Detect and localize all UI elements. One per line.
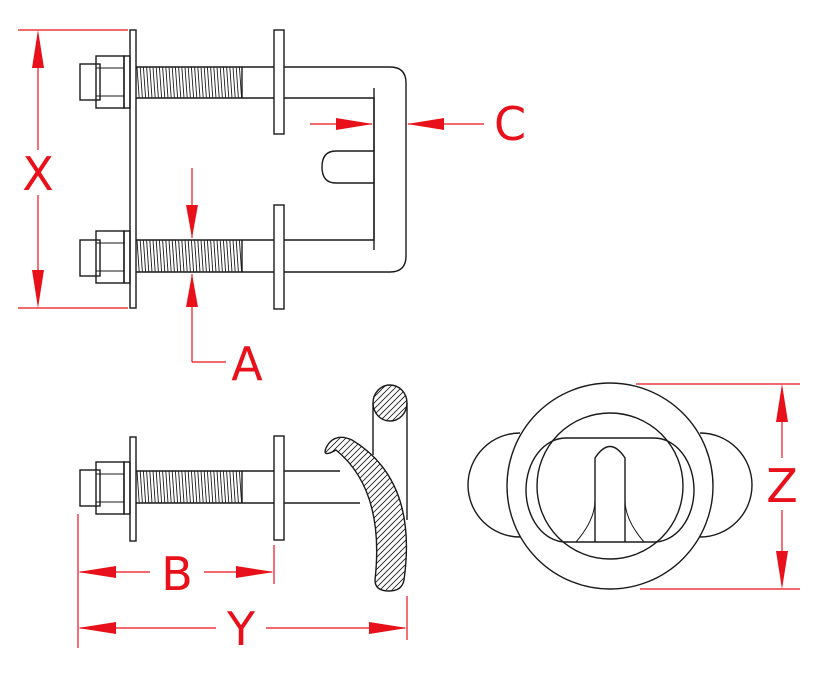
- label-b: B: [161, 547, 193, 601]
- flange: [273, 204, 285, 310]
- washer: [123, 230, 131, 284]
- bolt-thread: [136, 66, 243, 99]
- bolt-thread: [136, 470, 243, 504]
- dimension-x: X: [18, 29, 128, 309]
- left-lobe: [467, 432, 521, 538]
- dimension-b: B: [77, 514, 275, 648]
- right-lobe: [699, 432, 753, 538]
- label-z: Z: [766, 459, 798, 513]
- label-a: A: [231, 337, 263, 391]
- center-tongue: [594, 445, 626, 542]
- label-c: C: [494, 97, 526, 151]
- label-y: Y: [226, 602, 256, 656]
- top-view: [79, 29, 407, 310]
- rod-section: [372, 384, 408, 422]
- front-view: [467, 382, 753, 590]
- label-x: X: [22, 147, 54, 201]
- dimension-z: Z: [636, 383, 800, 590]
- washer: [123, 461, 131, 515]
- backing-plate: [129, 436, 137, 542]
- slot: [321, 150, 374, 184]
- u-loop: [284, 66, 407, 273]
- dimension-a: A: [186, 168, 263, 391]
- outer-ring: [506, 382, 714, 590]
- flange: [273, 29, 285, 135]
- dimension-y: Y: [78, 596, 408, 656]
- inner-ring: [536, 412, 684, 560]
- backing-plate: [129, 29, 137, 309]
- lower-bolt: [79, 204, 285, 310]
- washer: [123, 55, 131, 109]
- upper-bolt: [79, 29, 285, 135]
- hook-section: [324, 436, 408, 592]
- bolt-thread: [136, 239, 243, 273]
- flange: [273, 435, 285, 541]
- dimension-c: C: [310, 97, 526, 151]
